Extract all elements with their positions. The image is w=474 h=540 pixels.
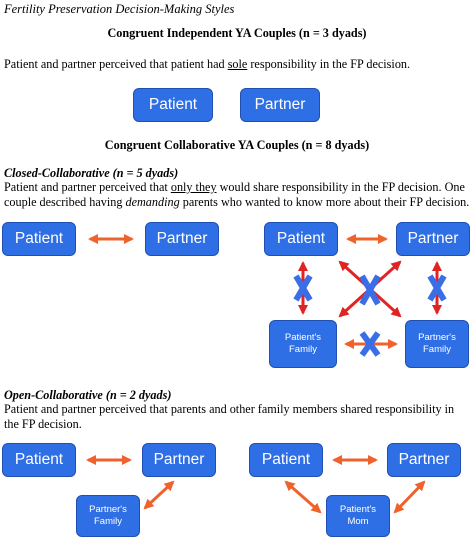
independent-patient-box: Patient — [133, 88, 213, 122]
closed-right-patient-family-cross-icon — [293, 274, 313, 302]
open-left-partner-family-box: Partner's Family — [76, 495, 140, 537]
closed-collaborative-title: Closed-Collaborative (n = 5 dyads) — [4, 166, 179, 180]
closed-right-partner-family-cross-icon — [427, 274, 447, 302]
closed-right-patient-family-box: Patient's Family — [269, 320, 337, 368]
collaborative-heading: Congruent Collaborative YA Couples (n = … — [104, 138, 370, 152]
closed-right-partner-family-box: Partner's Family — [405, 320, 469, 368]
independent-description: Patient and partner perceived that patie… — [4, 57, 411, 71]
closed-right-diagonal-cross-icon — [359, 274, 381, 306]
open-right-patient-mom-arrow — [284, 480, 322, 514]
open-left-patient-box: Patient — [2, 443, 76, 477]
closed-left-partner-box: Partner — [145, 222, 219, 256]
figure-title: Fertility Preservation Decision-Making S… — [4, 2, 235, 16]
open-right-patient-box: Patient — [249, 443, 323, 477]
open-collaborative-description: Patient and partner perceived that paren… — [4, 402, 455, 431]
closed-left-patient-box: Patient — [2, 222, 76, 256]
open-collaborative-title: Open-Collaborative (n = 2 dyads) — [4, 388, 172, 402]
open-right-patient-mom-box: Patient's Mom — [326, 495, 390, 537]
closed-right-families-cross-icon — [359, 331, 381, 357]
closed-right-partner-box: Partner — [396, 222, 470, 256]
open-right-partner-box: Partner — [387, 443, 461, 477]
closed-collaborative-description: Patient and partner perceived that only … — [4, 180, 470, 209]
independent-partner-box: Partner — [240, 88, 320, 122]
closed-right-patient-box: Patient — [264, 222, 338, 256]
independent-heading: Congruent Independent YA Couples (n = 3 … — [107, 26, 367, 40]
open-left-partner-box: Partner — [142, 443, 216, 477]
open-left-family-arrow — [143, 480, 175, 510]
open-right-partner-mom-arrow — [393, 480, 426, 514]
